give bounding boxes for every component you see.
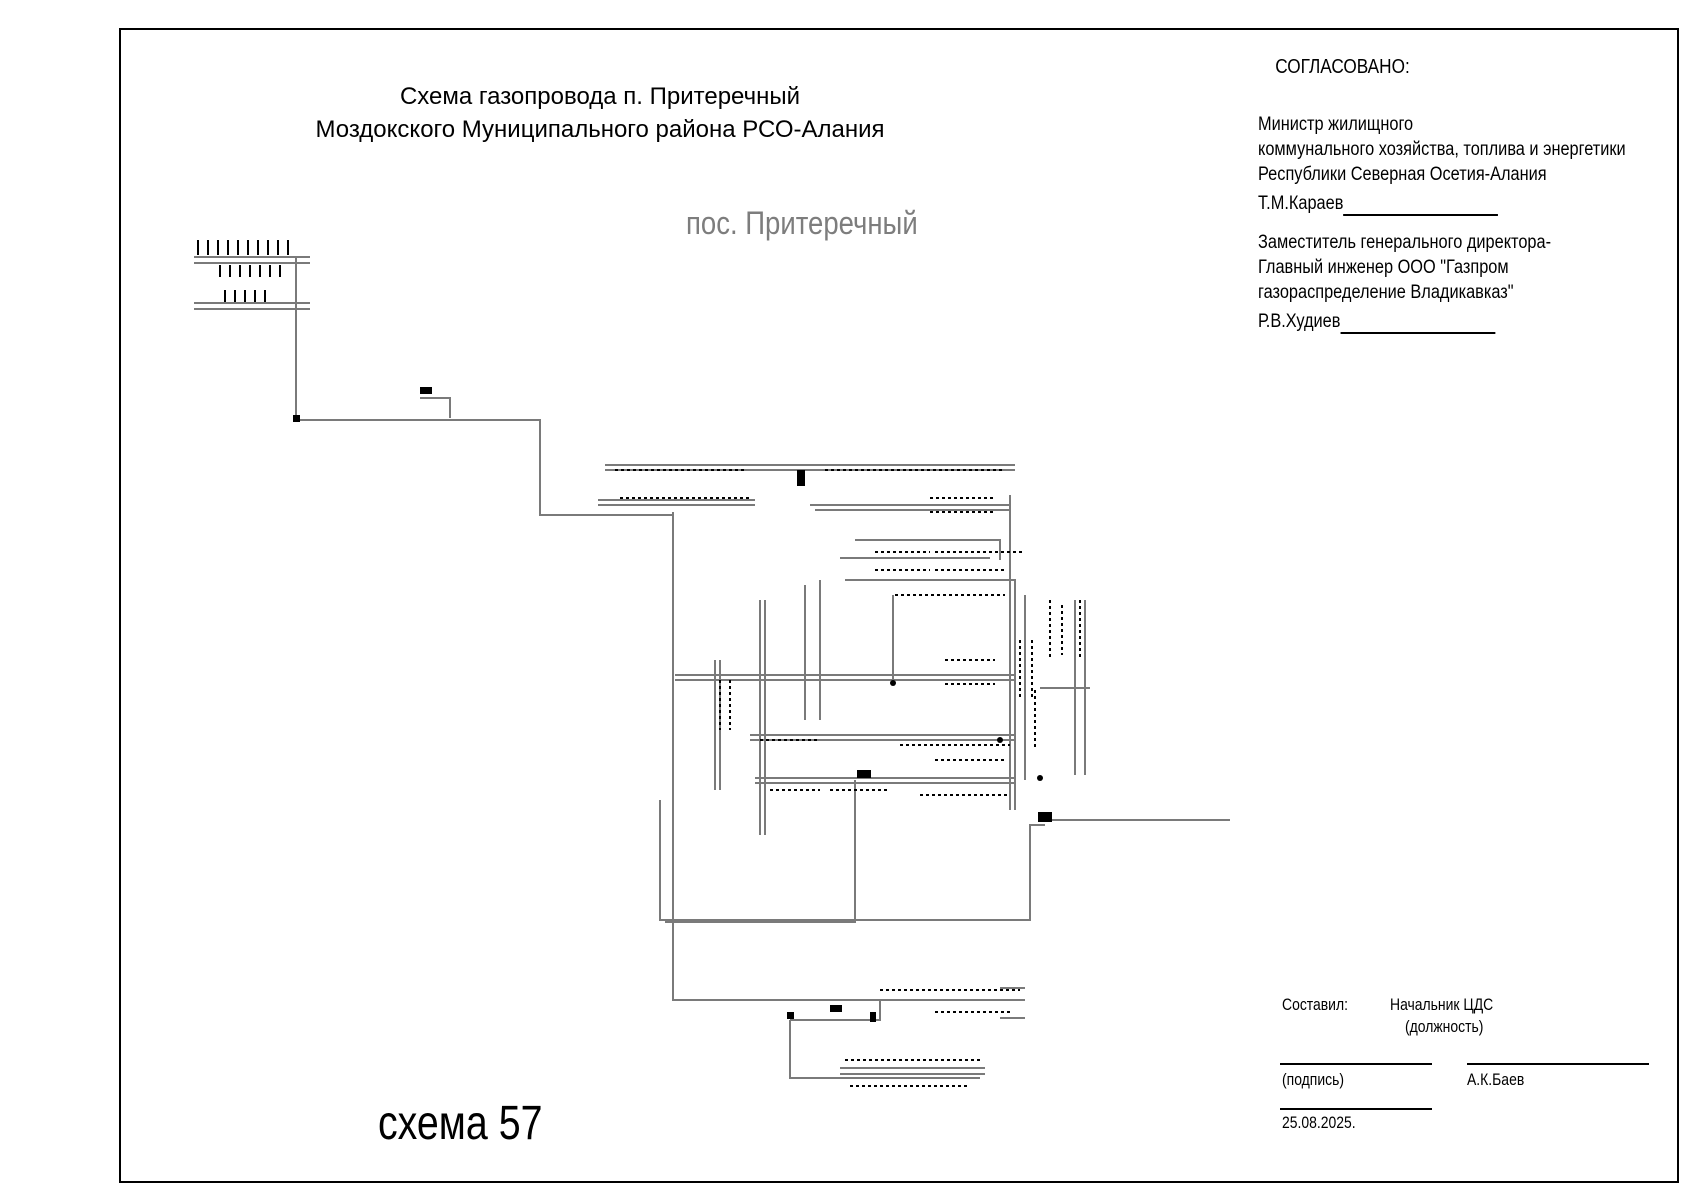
title-line-2: Моздокского Муниципального района РСО-Ал… xyxy=(315,116,885,143)
position-line xyxy=(1467,1063,1649,1065)
minister-signature-line xyxy=(1343,194,1499,216)
compiled-date: 25.08.2025. xyxy=(1282,1113,1356,1132)
minister-line-1: Министр жилищного xyxy=(1258,114,1414,135)
deputy-name: Р.В.Худиев xyxy=(1258,311,1341,332)
compiler-position: Начальник ЦДС xyxy=(1390,995,1494,1014)
deputy-line-3: газораспределение Владикавказ" xyxy=(1258,282,1514,303)
deputy-signature-line xyxy=(1340,312,1496,334)
compiler-name: А.К.Баев xyxy=(1467,1070,1525,1089)
signature-caption: (подпись) xyxy=(1282,1070,1344,1089)
date-line xyxy=(1280,1108,1432,1110)
minister-line-3: Республики Северная Осетия-Алания xyxy=(1258,164,1547,185)
deputy-line-1: Заместитель генерального директора- xyxy=(1258,232,1552,253)
signature-line xyxy=(1280,1063,1432,1065)
pipeline-nodes xyxy=(293,387,1052,1022)
deputy-line-2: Главный инженер ООО "Газпром xyxy=(1258,257,1509,278)
approval-block: СОГЛАСОВАНО: Министр жилищного коммуналь… xyxy=(1258,55,1626,334)
compiled-label: Составил: xyxy=(1282,995,1348,1014)
pipeline-main-lines xyxy=(194,256,1230,1079)
deputy-signature: Р.В.Худиев xyxy=(1258,309,1619,334)
settlement-label: пос. Притеречный xyxy=(686,205,918,241)
position-caption: (должность) xyxy=(1405,1017,1484,1036)
minister-signature: Т.М.Караев xyxy=(1258,191,1619,216)
approval-header: СОГЛАСОВАНО: xyxy=(1275,56,1410,78)
title-line-1: Схема газопровода п. Притеречный xyxy=(399,83,801,110)
minister-name: Т.М.Караев xyxy=(1258,193,1344,214)
drawing-frame xyxy=(119,28,1679,1183)
minister-line-2: коммунального хозяйства, топлива и энерг… xyxy=(1258,139,1626,160)
drawing-title: Схема газопровода п. Притеречный Моздокс… xyxy=(200,80,1000,146)
scheme-number: схема 57 xyxy=(378,1097,543,1150)
consumer-marks xyxy=(197,240,1081,1087)
